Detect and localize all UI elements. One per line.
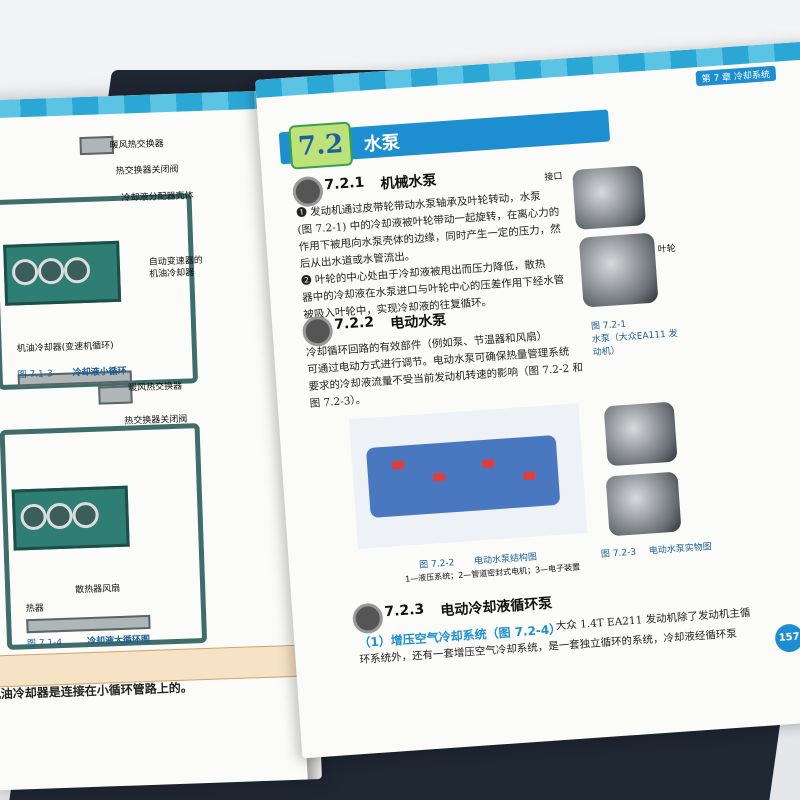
electric-pump-photo [603, 401, 678, 467]
diagram-label: 散热器风扇 [75, 583, 121, 596]
electric-pump-photo [605, 471, 682, 537]
paragraph-mechanical-pump: ❶ 发动机通过皮带轮带动水泵轴承及叶轮转动，水泵 (图 7.2-1) 中的冷却液… [296, 187, 574, 325]
diagram-label: 暖风热交换器 [109, 139, 164, 152]
figure-caption: 冷却液小循环 [72, 366, 127, 379]
section-number: 7.2 [288, 121, 354, 170]
photo-label: 接口 [544, 171, 563, 184]
figure-caption: 冷却液大循环图 [86, 634, 151, 648]
subsection-number: 7.2.3 [383, 601, 425, 621]
flow-arrow [482, 459, 495, 469]
figure-caption: 水泵（大众EA111 发动机） [591, 329, 678, 359]
chapter-tag: 第 7 章 冷却系统 [695, 65, 777, 87]
subsection-title: 电动水泵 [389, 312, 447, 333]
subsection-number: 7.2.2 [333, 314, 375, 334]
impeller-photo [578, 232, 659, 308]
paragraph-electric-pump: 冷却循环回路的有效部件（例如泵、节温器和风扇） 可通过电动方式进行调节。电动水泵… [306, 325, 600, 413]
subsection-title: 机械水泵 [380, 172, 438, 193]
page-number: 157 [774, 623, 800, 654]
figure-number: 图 7.2-3 [600, 547, 637, 561]
diagram-label: 热交换器关闭阀 [115, 164, 179, 177]
diagram-label: 热交换器关闭阀 [124, 414, 188, 427]
subsection-number: 7.2.1 [323, 174, 365, 194]
figure-number: 图 7.1-4 [26, 638, 63, 650]
diagram-label: 冷却液分配器壳体 [121, 191, 194, 204]
figure-number: 图 7.2-2 [418, 558, 455, 571]
diagram-label: 暖风热交换器 [128, 381, 183, 394]
subsection-title: 电动冷却液循环泵 [439, 595, 553, 620]
right-page: 第 7 章 冷却系统 7.2 水泵 7.2.1 机械水泵 ❶ 发动机通过皮带轮带… [255, 40, 800, 759]
flow-arrow [391, 460, 405, 470]
figure-number: 图 7.1-3 [17, 369, 53, 381]
wrench-icon [351, 602, 384, 635]
flow-arrow [432, 472, 446, 482]
mechanical-pump-photo [572, 165, 647, 230]
section-title: 水泵 [363, 132, 401, 156]
diagram-label: 机油冷却器 [149, 268, 195, 280]
figure-caption: 电动水泵实物图 [648, 542, 713, 557]
diagram-label: 热器 [25, 603, 45, 615]
flow-arrow [523, 471, 536, 481]
photo-label: 叶轮 [657, 244, 677, 256]
